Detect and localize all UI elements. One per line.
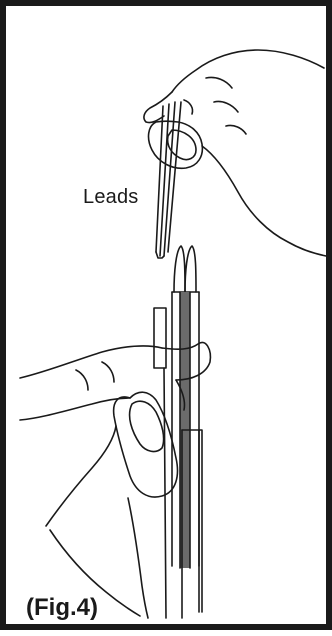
refill-tube	[171, 245, 200, 569]
top-hand	[143, 49, 327, 257]
leads	[155, 101, 182, 259]
pen-body	[153, 307, 203, 619]
figure-caption: (Fig.4)	[26, 594, 98, 621]
refill-insertion-illustration	[19, 49, 327, 619]
bottom-hand	[19, 341, 212, 619]
leads-label: Leads	[83, 186, 139, 208]
